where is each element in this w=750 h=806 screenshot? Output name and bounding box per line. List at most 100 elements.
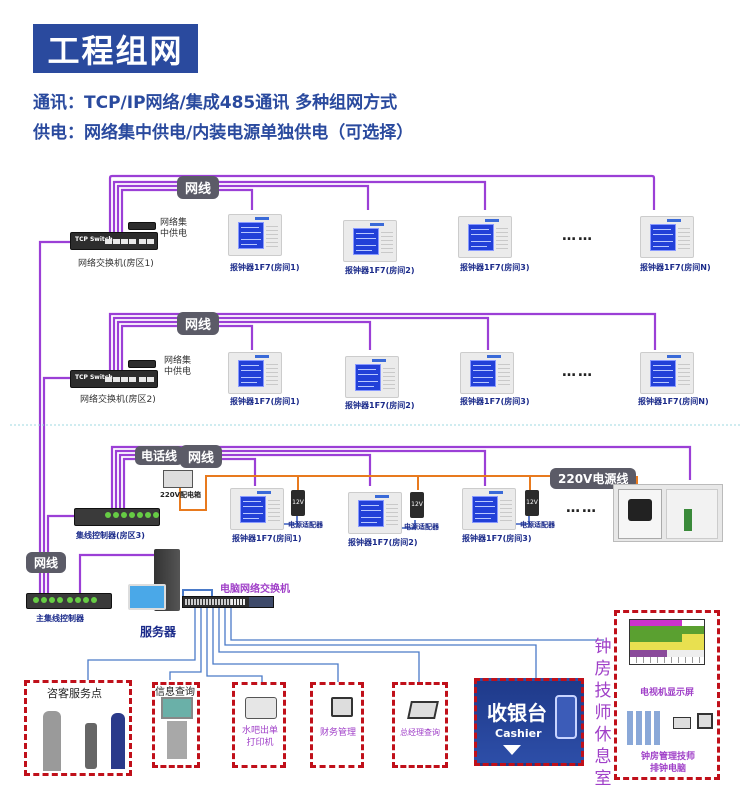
clock-device-r1-n[interactable]	[640, 216, 694, 258]
switch-label-row1: 网络交换机(房区1)	[78, 259, 154, 269]
terminal-reception[interactable]: 咨客服务点	[24, 680, 132, 776]
wire-to-reception	[87, 608, 196, 680]
switch-brand: TCP Switch	[75, 236, 113, 243]
query-kiosk-screen	[161, 697, 193, 719]
wire-to-printer	[206, 608, 263, 682]
wire-main-to-server	[78, 553, 155, 593]
poe-module-row2	[128, 360, 156, 368]
power-line-main	[179, 475, 612, 511]
subtitle-communication: 通讯：TCP/IP网络/集成485通讯 多种组网方式	[33, 93, 398, 113]
device-label: 报钟器1F7(房间2)	[345, 401, 415, 410]
query-kiosk-stand	[167, 721, 187, 759]
clock-device-r1-3[interactable]	[458, 216, 512, 258]
wire-to-finance	[212, 608, 339, 682]
poe-label-row1: 网络集 中供电	[160, 218, 188, 239]
cashier-sub: Cashier	[495, 727, 542, 740]
device-internal-photo	[613, 484, 723, 542]
clock-device-r2-2[interactable]	[345, 356, 399, 398]
device-label: 报钟器1F7(房间3)	[462, 534, 532, 543]
phone-line-tag: 电话线	[135, 446, 184, 465]
adapter-label: 电源适配器	[404, 523, 439, 531]
server-monitor	[128, 584, 166, 610]
wire-tag-core: 网线	[26, 552, 67, 573]
power-adapter: 12V	[291, 490, 305, 516]
wire-to-manager	[218, 608, 420, 682]
tv-label: 电视机显示屏	[639, 688, 694, 698]
main-controller-label: 主集线控制器	[36, 614, 84, 623]
power-distribution-box	[163, 470, 193, 488]
device-label: 报钟器1F7(房间1)	[232, 534, 302, 543]
receptionist-icon	[111, 713, 125, 769]
terminal-wires	[87, 608, 604, 682]
network-wires	[38, 174, 692, 600]
wire-row2-2	[116, 320, 372, 370]
adapter-label: 电源适配器	[520, 521, 555, 529]
pc-network-switch[interactable]	[182, 596, 274, 608]
hub-controller-row3[interactable]	[74, 508, 160, 526]
wire-row3-2	[118, 453, 372, 508]
clock-device-r1-2[interactable]	[343, 220, 397, 262]
power-adapter: 12V	[525, 490, 539, 516]
wire-row3-n	[110, 445, 692, 508]
clock-device-r3-1[interactable]	[230, 488, 284, 530]
down-arrow-icon	[503, 745, 521, 755]
device-label: 报钟器1F7(房间3)	[460, 397, 530, 406]
pc-switch-label: 电脑网络交换机	[220, 584, 290, 595]
scheduling-pc-label: 钟房管理技师 排钟电脑	[640, 752, 695, 774]
subtitle-power: 供电：网络集中供电/内装电源单独供电（可选择）	[33, 123, 414, 143]
terminal-label: 总经理查询	[400, 728, 440, 737]
power-adapter: 12V	[410, 492, 424, 518]
device-label: 报钟器1F7(房间2)	[345, 266, 415, 275]
poe-module-row1	[128, 222, 156, 230]
terminal-manager[interactable]: 总经理查询	[392, 682, 448, 768]
trunk-wire-row1	[38, 240, 72, 600]
adapter-wires	[283, 516, 530, 529]
technicians-icon	[627, 711, 661, 745]
printer-icon	[245, 697, 277, 719]
switch-label-row2: 网络交换机(房区2)	[80, 395, 156, 405]
wire-row1-3	[112, 180, 487, 232]
terminal-label: 信息查询	[155, 687, 195, 698]
device-label: 报钟器1F7(房间2)	[348, 538, 418, 547]
terminal-info-query[interactable]: 信息查询	[152, 682, 200, 768]
controller-label-row3: 集线控制器(房区3)	[76, 531, 145, 540]
ellipsis-row3: ……	[566, 500, 598, 516]
adapter-label: 电源适配器	[288, 521, 323, 529]
page-title: 工程组网	[33, 24, 198, 73]
switch-brand: TCP Switch	[75, 374, 113, 381]
clock-device-r3-2[interactable]	[348, 492, 402, 534]
kiosk-icon	[85, 723, 97, 769]
device-label: 报钟器1F7(房间3)	[460, 263, 530, 272]
network-switch-row1[interactable]: TCP Switch	[70, 232, 158, 250]
clock-device-r2-n[interactable]	[640, 352, 694, 394]
laptop-icon	[407, 701, 439, 719]
cashier-card-icon	[555, 695, 577, 739]
wire-row3-3	[114, 449, 487, 508]
clock-device-r2-3[interactable]	[460, 352, 514, 394]
wire-tag-row3: 网线	[180, 445, 223, 468]
terminal-label: 财务管理	[319, 728, 356, 738]
terminal-cashier[interactable]: 收银台 Cashier	[474, 678, 584, 766]
main-hub-controller[interactable]	[26, 593, 112, 609]
businessman-icon	[43, 711, 61, 771]
wire-row1-n	[108, 174, 656, 232]
clock-device-r3-3[interactable]	[462, 488, 516, 530]
terminal-printer[interactable]: 水吧出单 打印机	[232, 682, 286, 768]
rest-room-box[interactable]: 电视机显示屏 钟房管理技师 排钟电脑	[614, 610, 720, 780]
wire-row2-3	[112, 316, 490, 370]
desktop-icon	[697, 713, 713, 729]
wire-tag-row2: 网线	[177, 312, 220, 335]
clock-device-r1-1[interactable]	[228, 214, 282, 256]
tv-display-screen	[629, 619, 705, 665]
server-label: 服务器	[140, 625, 177, 639]
clock-device-r2-1[interactable]	[228, 352, 282, 394]
network-switch-row2[interactable]: TCP Switch	[70, 370, 158, 388]
device-label: 报钟器1F7(房间1)	[230, 263, 300, 272]
rest-room-label: 钟房技师休息室	[594, 637, 612, 789]
device-label: 报钟器1F7(房间N)	[638, 397, 709, 406]
device-label: 报钟器1F7(房间1)	[230, 397, 300, 406]
power-box-label: 220V配电箱	[160, 491, 202, 499]
terminal-finance[interactable]: 财务管理	[310, 682, 364, 768]
wire-row1-2	[116, 184, 370, 232]
